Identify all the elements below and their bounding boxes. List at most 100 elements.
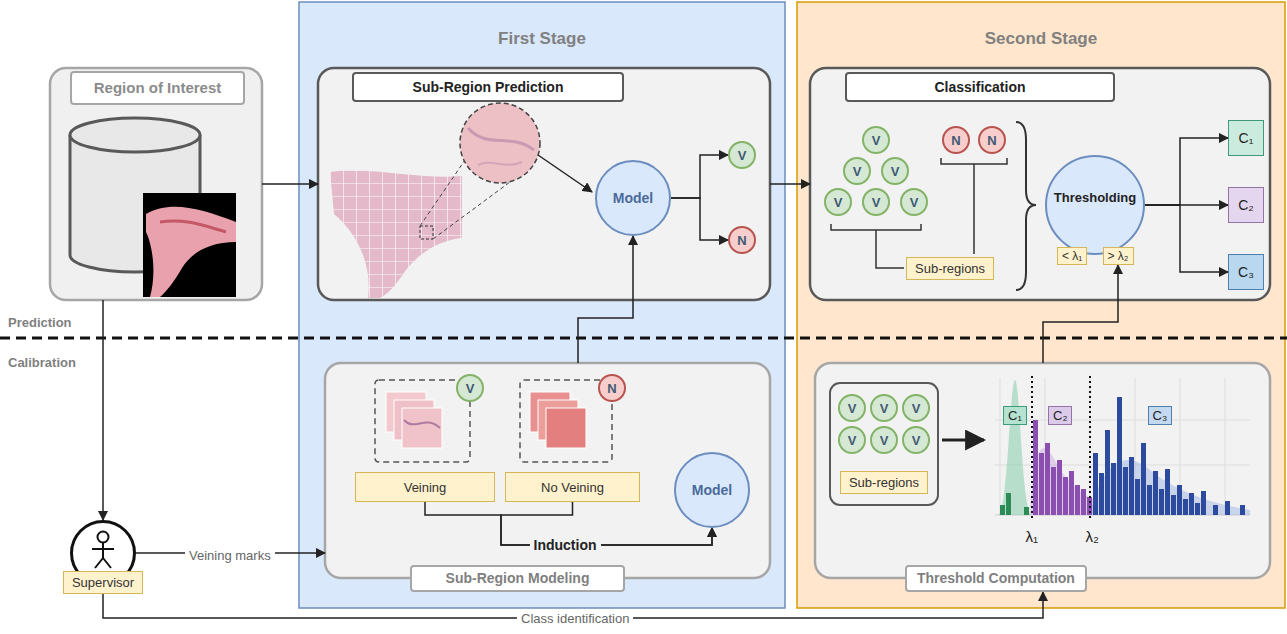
- tissue-image: [143, 193, 236, 297]
- connector-arrow: [262, 183, 318, 185]
- box-background: [815, 363, 1270, 578]
- zoomed-patch: [460, 103, 540, 183]
- box-title: Region of Interest: [70, 71, 245, 105]
- class-box: No Veining: [505, 472, 640, 502]
- connector-arrow: [1145, 205, 1228, 272]
- connector-arrow: [578, 236, 633, 363]
- histogram-chart: [995, 376, 1250, 518]
- stage-panel: First StageSub-Region PredictionModelVNS…: [299, 2, 785, 608]
- label-tag: C₃: [1148, 406, 1173, 425]
- stage-heading: Second Stage: [797, 29, 1285, 49]
- box-background: [810, 68, 1270, 300]
- node-label: Model: [692, 482, 732, 498]
- box-background: [299, 2, 785, 608]
- circle-node: V: [838, 426, 866, 454]
- class-box: C₂: [1228, 187, 1264, 223]
- class-box: C₁: [1228, 120, 1264, 156]
- circle-node: V: [870, 394, 898, 422]
- row-label: Calibration: [8, 355, 76, 370]
- circle-node: Thresholding< λ₁> λ₂: [1045, 155, 1145, 255]
- node-label: N: [737, 233, 746, 248]
- label-tag: < λ₁: [1057, 247, 1087, 265]
- label-tag: C₁: [1003, 406, 1027, 425]
- box-background: [318, 68, 770, 300]
- stage-separator: [0, 337, 1287, 340]
- circle-node: V: [862, 126, 890, 154]
- connector-arrow: [671, 198, 728, 240]
- node-label: V: [848, 401, 857, 416]
- actor-label: Supervisor: [63, 571, 143, 594]
- group-box: Sub-regionsVVVVVV: [830, 383, 938, 505]
- person-head: [98, 532, 109, 543]
- row-label: Prediction: [8, 315, 72, 330]
- box-title: Threshold Computation: [905, 565, 1087, 592]
- circle-node: Model: [674, 452, 750, 528]
- node-label: V: [912, 401, 921, 416]
- box-background: [797, 2, 1285, 608]
- class-box: Veining: [355, 472, 495, 502]
- person-body: [92, 543, 114, 569]
- box-background: [830, 383, 938, 505]
- node-label: V: [872, 133, 881, 148]
- edge-label: Veining marks: [185, 548, 275, 563]
- stage-heading: First Stage: [299, 29, 785, 49]
- circle-node: V: [728, 141, 756, 169]
- tag-label: Sub-regions: [915, 261, 985, 276]
- stage-panel: Second StageClassificationVVVVVVNNSub-re…: [797, 2, 1285, 608]
- circle-node: V: [824, 188, 852, 216]
- box-background: [325, 363, 770, 578]
- box-title: Sub-Region Modeling: [410, 565, 625, 592]
- node-label: N: [987, 133, 996, 148]
- circle-node: Model: [595, 160, 671, 236]
- edge-label: Induction: [530, 537, 601, 553]
- connector-arrow: [1145, 138, 1228, 205]
- circle-node: N: [978, 126, 1006, 154]
- connector-arrow: [770, 183, 810, 185]
- class-label: C₁: [1239, 130, 1254, 146]
- process-box: Sub-Region Modeling V N Veining No Veining Mo…: [325, 363, 770, 592]
- label-tag: Sub-regions: [906, 257, 994, 280]
- group-brackets: [831, 122, 1036, 290]
- node-label: Thresholding: [1054, 190, 1136, 205]
- connector-arrow: [1043, 265, 1118, 363]
- process-box: Region of Interest: [50, 68, 262, 300]
- circle-node: N: [598, 374, 626, 402]
- tag-label: Sub-regions: [840, 471, 928, 494]
- box-background: [50, 68, 262, 300]
- circle-node: V: [881, 157, 909, 185]
- node-label: V: [738, 148, 747, 163]
- process-box: Threshold ComputationSub-regionsVVVVVVC₁…: [815, 363, 1270, 592]
- edge-label: Class identification: [517, 611, 633, 626]
- process-box: ClassificationVVVVVVNNSub-regionsThresho…: [810, 68, 1270, 300]
- tag-label: > λ₂: [1108, 249, 1129, 263]
- circle-node: N: [942, 126, 970, 154]
- gridded-tissue: [330, 160, 510, 298]
- node-label: V: [834, 195, 843, 210]
- node-label: V: [880, 401, 889, 416]
- node-label: V: [872, 195, 881, 210]
- patch-arrow: [538, 155, 592, 192]
- class-label: C₂: [1238, 197, 1254, 213]
- circle-node: V: [838, 394, 866, 422]
- circle-node: N: [728, 226, 756, 254]
- connector-arrow: [671, 155, 728, 198]
- circle-node: V: [843, 157, 871, 185]
- class-label: Veining: [404, 480, 447, 495]
- box-title: Classification: [845, 72, 1115, 102]
- tag-label: C₁: [1008, 408, 1022, 423]
- circle-node: V: [870, 426, 898, 454]
- circle-node: V: [456, 374, 484, 402]
- threshold-label: λ₂: [1086, 528, 1099, 545]
- connector-arrow: [102, 300, 104, 520]
- supervisor-actor: Supervisor: [70, 520, 136, 594]
- tag-label: C₃: [1153, 408, 1168, 423]
- node-label: Model: [613, 190, 653, 206]
- class-label: No Veining: [541, 480, 604, 495]
- box-title: Sub-Region Prediction: [352, 72, 624, 102]
- node-label: V: [848, 433, 857, 448]
- tag-label: < λ₁: [1062, 249, 1082, 263]
- circle-node: V: [862, 188, 890, 216]
- node-label: V: [891, 164, 900, 179]
- class-label: C₃: [1238, 264, 1254, 280]
